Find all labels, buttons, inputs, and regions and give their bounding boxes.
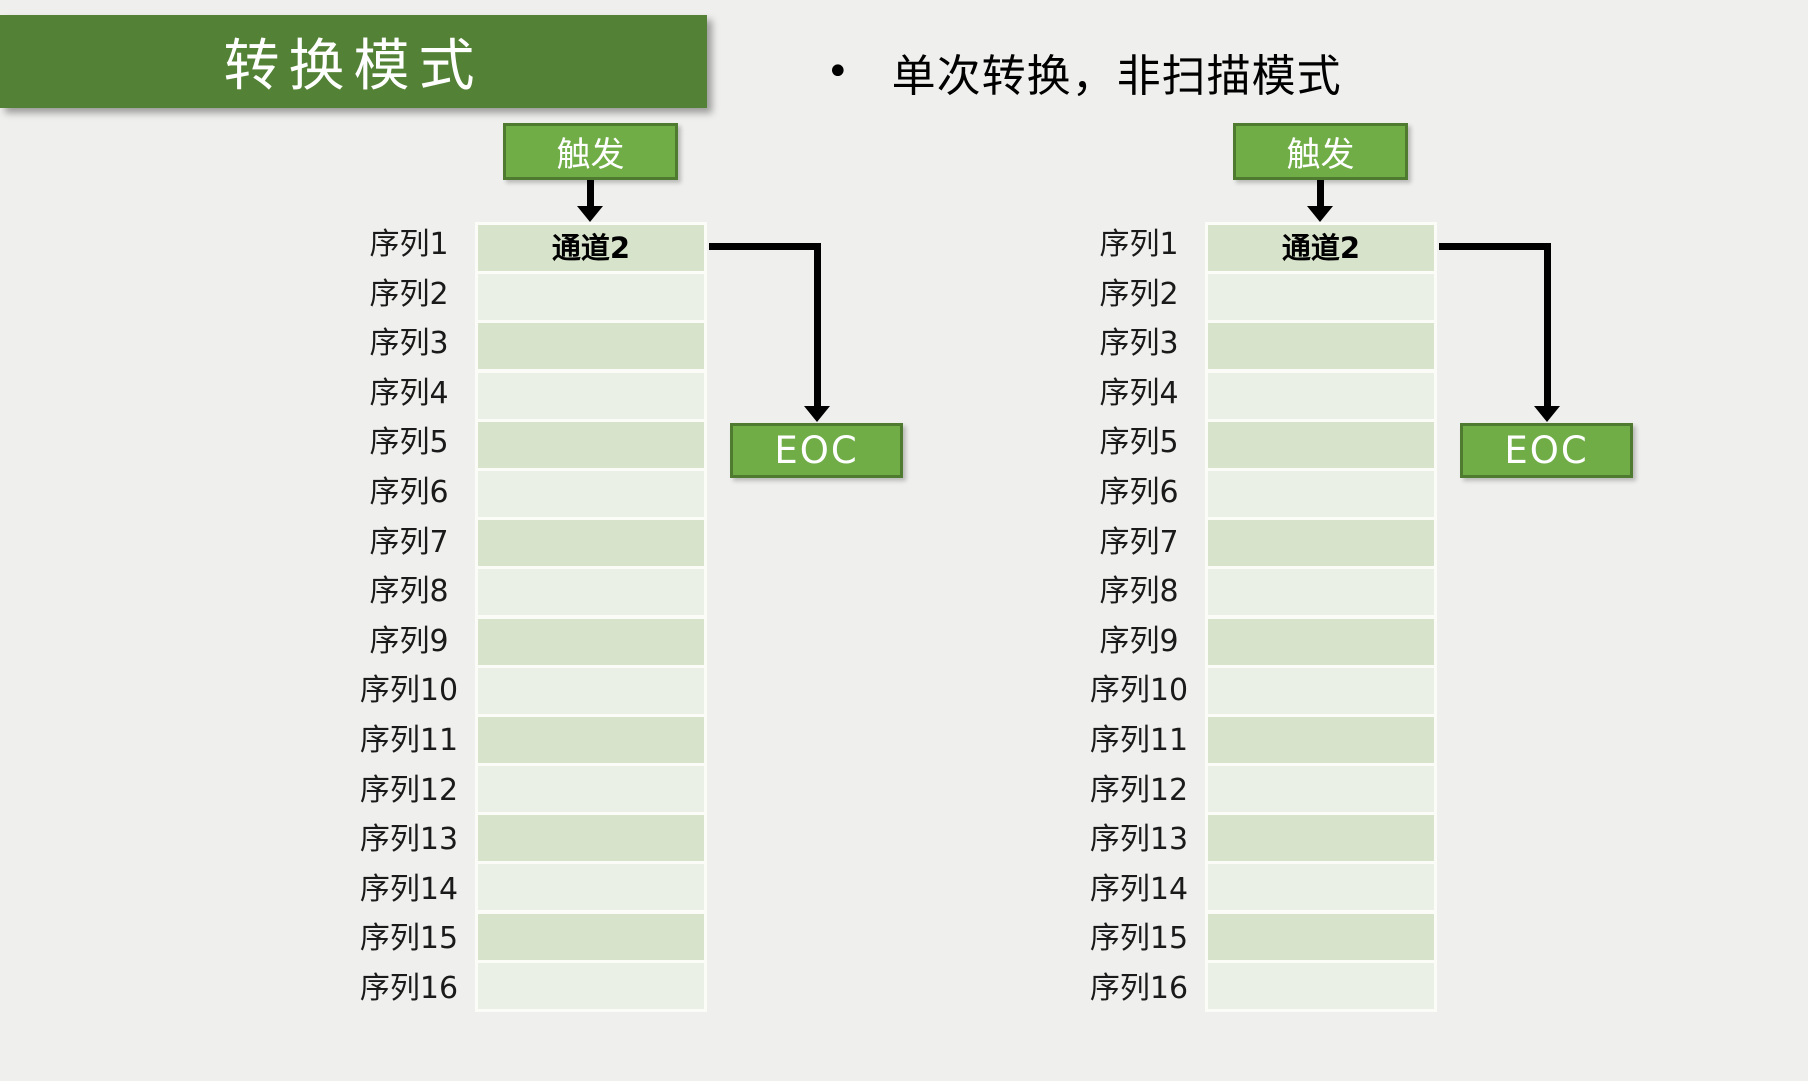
sequence-table: 通道2 [475,222,707,1012]
sequence-table: 通道2 [1205,222,1437,1012]
sequence-label-column: 序列1 序列2 序列3 序列4 序列5 序列6 序列7 序列8 序列9 序列10 序列11 序列12 序… [1079,222,1199,1012]
sequence-label: 序列15 [1089,921,1189,957]
sequence-label: 序列2 [1099,276,1179,312]
sequence-cell [1208,766,1434,813]
bullet-line: • 单次转换，非扫描模式 [826,44,1342,102]
sequence-cell [1208,470,1434,517]
sequence-cell [1208,815,1434,862]
sequence-label: 序列1 [1099,227,1179,262]
sequence-cell: 通道2 [478,225,704,271]
sequence-label: 序列7 [369,524,449,560]
sequence-cell [1208,618,1434,665]
trigger-box: 触发 [503,123,678,180]
eoc-arrow-horizontal [1439,243,1551,250]
sequence-cell [478,864,704,911]
sequence-label-column: 序列1 序列2 序列3 序列4 序列5 序列6 序列7 序列8 序列9 序列10 序列11 序列12 序… [349,222,469,1012]
sequence-cell [478,618,704,665]
sequence-cell [1208,913,1434,960]
sequence-cell [478,815,704,862]
bullet-marker: • [826,49,850,95]
sequence-label: 序列13 [359,822,459,858]
sequence-cell [478,962,704,1009]
sequence-cell [1208,520,1434,567]
page-title: 转换模式 [223,34,484,99]
sequence-cell [478,766,704,813]
sequence-label: 序列7 [1099,524,1179,560]
eoc-arrow-head-icon [1534,406,1560,422]
sequence-cell [478,667,704,714]
sequence-label: 序列5 [369,425,449,461]
sequence-cell [478,470,704,517]
sequence-cell: 通道2 [1208,225,1434,271]
eoc-box: EOC [730,423,903,478]
sequence-label: 序列11 [1089,722,1189,758]
sequence-cell [478,913,704,960]
sequence-label: 序列1 [369,227,449,262]
sequence-cell [1208,569,1434,616]
sequence-label: 序列10 [359,673,459,709]
trigger-arrow-head-icon [1307,206,1333,222]
sequence-label: 序列14 [359,871,459,907]
trigger-arrow-head-icon [577,206,603,222]
eoc-arrow-vertical [1544,243,1551,408]
sequence-label: 序列11 [359,722,459,758]
sequence-cell [478,372,704,419]
sequence-label: 序列3 [1099,326,1179,362]
sequence-label: 序列5 [1099,425,1179,461]
eoc-arrow-head-icon [804,406,830,422]
sequence-label: 序列2 [369,276,449,312]
sequence-label: 序列13 [1089,822,1189,858]
sequence-cell [1208,323,1434,370]
sequence-label: 序列12 [1089,772,1189,808]
sequence-cell [1208,864,1434,911]
sequence-cell [478,520,704,567]
sequence-label: 序列4 [1099,375,1179,411]
sequence-cell [1208,274,1434,321]
sequence-cell [478,716,704,763]
bullet-text: 单次转换，非扫描模式 [891,51,1342,102]
trigger-arrow-line [1317,180,1324,210]
sequence-cell [1208,667,1434,714]
eoc-box: EOC [1460,423,1633,478]
sequence-cell [1208,372,1434,419]
sequence-cell [478,274,704,321]
sequence-label: 序列6 [1099,474,1179,510]
sequence-label: 序列4 [369,375,449,411]
sequence-label: 序列16 [359,970,459,1006]
eoc-arrow-vertical [814,243,821,408]
sequence-label: 序列6 [369,474,449,510]
sequence-label: 序列12 [359,772,459,808]
sequence-label: 序列16 [1089,970,1189,1006]
eoc-arrow-horizontal [709,243,821,250]
trigger-box: 触发 [1233,123,1408,180]
sequence-label: 序列3 [369,326,449,362]
sequence-label: 序列14 [1089,871,1189,907]
sequence-cell [478,569,704,616]
sequence-cell [1208,962,1434,1009]
sequence-label: 序列8 [1099,574,1179,610]
sequence-label: 序列15 [359,921,459,957]
trigger-arrow-line [587,180,594,210]
title-banner: 转换模式 [0,15,707,108]
sequence-label: 序列10 [1089,673,1189,709]
sequence-label: 序列9 [1099,623,1179,659]
sequence-cell [478,323,704,370]
sequence-cell [1208,421,1434,468]
sequence-label: 序列9 [369,623,449,659]
sequence-cell [1208,716,1434,763]
sequence-cell [478,421,704,468]
sequence-label: 序列8 [369,574,449,610]
